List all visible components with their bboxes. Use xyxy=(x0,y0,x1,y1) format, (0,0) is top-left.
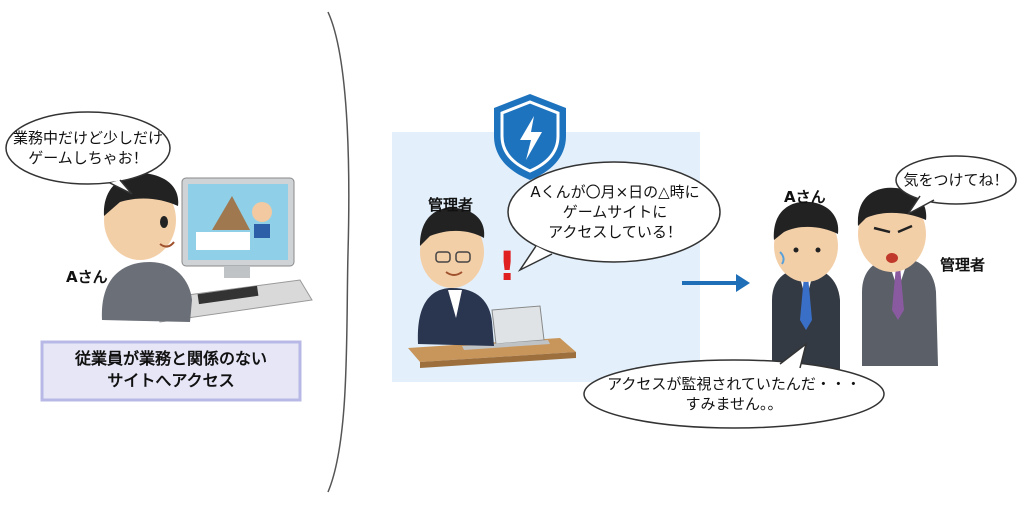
arrow-icon xyxy=(682,274,750,292)
middle-bubble-shape xyxy=(507,161,721,263)
divider-brace xyxy=(327,11,350,493)
right-manager-bubble-shape xyxy=(895,155,1017,205)
right-person-bubble-shape xyxy=(583,359,885,429)
right-person-speech-bubble: アクセスが監視されていたんだ・・・ すみません。。 xyxy=(607,375,861,413)
caption-line-2: サイトへアクセス xyxy=(107,371,235,390)
shield-icon xyxy=(494,94,566,180)
middle-speech-bubble: Aくんが〇月×日の△時に ゲームサイトに アクセスしている！ xyxy=(530,183,700,241)
caption-line-1: 従業員が業務と関係のない xyxy=(74,349,267,368)
right-manager-speech-bubble: 気をつけてね！ xyxy=(903,171,1009,189)
left-bubble-shape xyxy=(5,111,171,185)
left-speech-bubble: 業務中だけど少しだけ ゲームしちゃお！ xyxy=(12,129,163,167)
right-person-label: Aさん xyxy=(784,188,826,206)
caption-box xyxy=(40,340,302,402)
employee-at-computer xyxy=(101,173,313,323)
caption-text: 従業員が業務と関係のない サイトへアクセス xyxy=(46,348,296,392)
alert-exclamation-icon: ! xyxy=(498,244,517,290)
middle-manager-label: 管理者 xyxy=(428,196,474,214)
employee-person-a xyxy=(772,201,840,382)
manager-at-laptop xyxy=(408,207,576,368)
left-person-label: Aさん xyxy=(66,268,108,286)
manager-scolding xyxy=(857,187,938,366)
right-manager-label: 管理者 xyxy=(940,256,986,274)
